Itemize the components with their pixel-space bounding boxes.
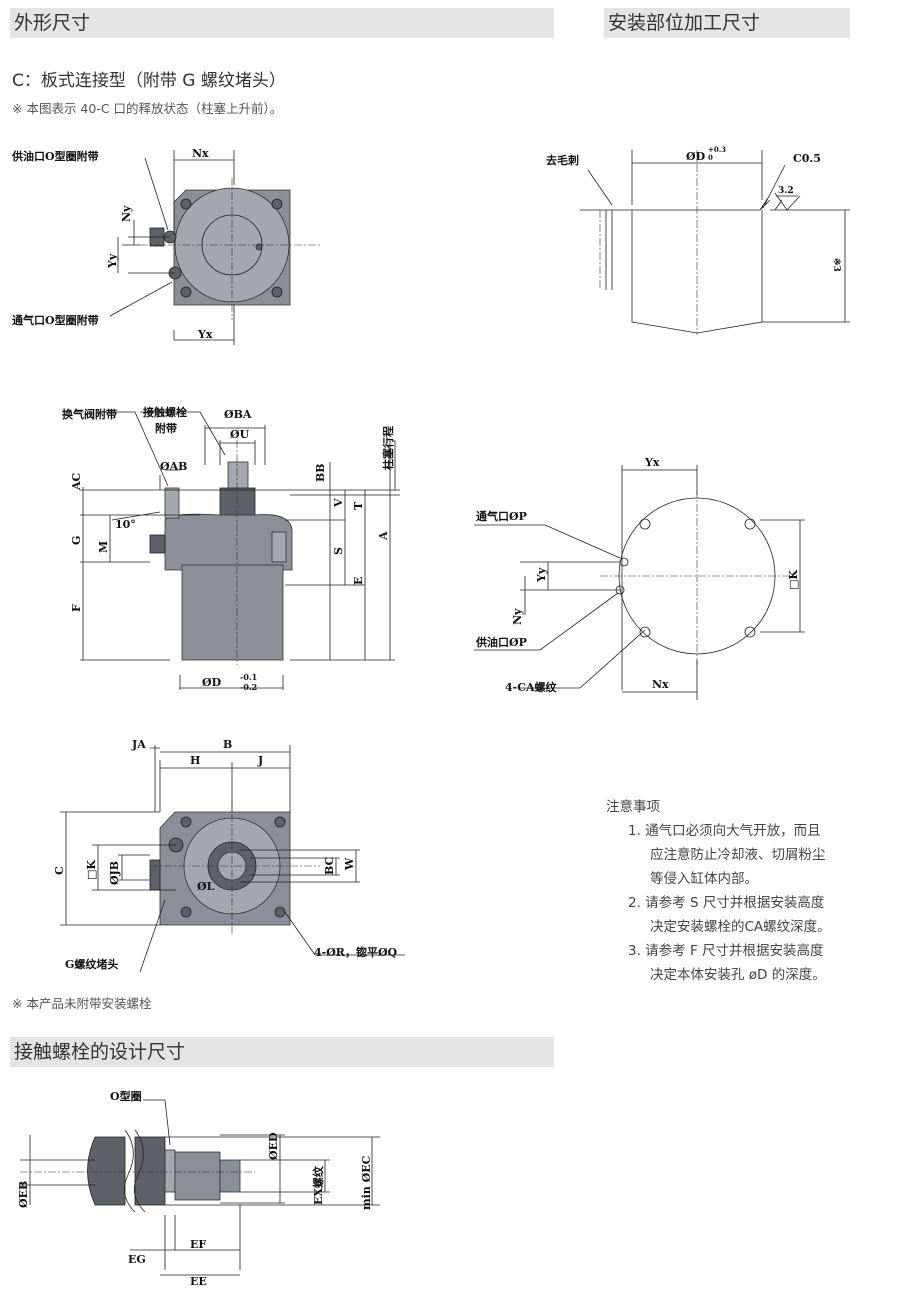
- label-r-q: 4-ØR，锪平ØQ: [314, 945, 398, 959]
- section-header-mounting: 安装部位加工尺寸: [604, 8, 850, 38]
- label-e: E: [352, 577, 365, 585]
- label-f: F: [70, 604, 83, 612]
- label-plan-yy: Yy: [535, 567, 548, 583]
- label-l: ØL: [197, 880, 215, 893]
- label-vent-oring: 通气口O型圈附带: [12, 313, 99, 327]
- note-3: 3. 请参考 F 尺寸并根据安装高度: [628, 943, 824, 959]
- label-ef: EF: [190, 1238, 206, 1251]
- label-d-tol-lower: -0.2: [240, 682, 257, 692]
- note-1-line3: 等侵入缸体内部。: [650, 871, 758, 887]
- label-deburr: 去毛刺: [546, 153, 579, 167]
- label-contact-bolt-attached: 附带: [155, 421, 177, 435]
- note-3-line2: 决定本体安装孔 øD 的深度。: [650, 967, 826, 983]
- side-view-drawing: 换气阀附带 接触螺栓 附带 ØBA ØU ØAB 10° ØD -0.1 -0.…: [62, 405, 400, 692]
- label-roughness: 3.2: [778, 186, 794, 196]
- label-a: A: [377, 531, 390, 541]
- label-yy: Yy: [106, 253, 119, 269]
- note-top: ※ 本图表示 40-C 口的释放状态（柱塞上升前）。: [12, 101, 283, 116]
- label-valve: 换气阀附带: [62, 407, 117, 421]
- label-supply-oring: 供油口O型圈附带: [11, 149, 99, 163]
- label-note3: ※3: [831, 258, 841, 272]
- label-hole-d: ØD: [686, 150, 706, 163]
- label-plug: G螺纹堵头: [65, 957, 118, 971]
- note-2: 2. 请参考 S 尺寸并根据安装高度: [628, 895, 825, 911]
- section-header-outline: 外形尺寸: [10, 8, 554, 38]
- label-ac: AC: [70, 472, 83, 491]
- label-ja: JA: [131, 738, 146, 751]
- label-yx: Yx: [197, 328, 213, 341]
- label-stroke: 柱塞行程: [381, 426, 395, 470]
- label-plan-nx: Nx: [652, 678, 669, 691]
- note-bottom: ※ 本产品未附带安装螺栓: [12, 996, 152, 1011]
- label-plan-yx: Yx: [644, 456, 660, 469]
- note-1: 1. 通气口必须向大气开放，而且: [628, 823, 821, 839]
- label-plan-ny: Ny: [511, 608, 524, 625]
- label-u: ØU: [230, 428, 250, 441]
- label-ca-thread: 4-CA螺纹: [505, 680, 558, 694]
- hole-section-drawing: 去毛刺 ØD +0.3 0 C0.5 3.2 ※3: [546, 145, 850, 335]
- label-vent-port: 通气口ØP: [476, 509, 527, 523]
- section-header-contact-bolt: 接触螺栓的设计尺寸: [10, 1037, 554, 1067]
- label-angle: 10°: [115, 518, 136, 531]
- note-1-line2: 应注意防止冷却液、切屑粉尘: [650, 847, 826, 863]
- label-b: B: [223, 738, 232, 751]
- label-eg: EG: [128, 1253, 146, 1266]
- label-w: W: [343, 857, 356, 871]
- label-eb: ØEB: [17, 1181, 30, 1208]
- top-view-drawing: 供油口O型圈附带 通气口O型圈附带 Nx Yx Ny Yy: [11, 147, 320, 345]
- label-ab: ØAB: [160, 460, 187, 473]
- label-s: S: [332, 547, 345, 555]
- label-ed: ØED: [267, 1132, 280, 1160]
- subtitle: C：板式连接型（附带 G 螺纹堵头）: [12, 71, 286, 91]
- label-hole-d-tol-upper: +0.3: [708, 145, 726, 154]
- contact-bolt-drawing: O型圈 EF EG EE ØEB ØED EX螺纹 min ØEC: [17, 1089, 380, 1288]
- label-ee: EE: [190, 1275, 207, 1288]
- label-ny: Ny: [120, 205, 133, 222]
- label-c05: C0.5: [793, 152, 821, 165]
- label-g: G: [70, 536, 83, 545]
- label-c: C: [53, 866, 66, 875]
- label-ex-thread: EX螺纹: [311, 1165, 325, 1205]
- label-bb: BB: [314, 463, 327, 482]
- label-hole-d-tol-lower: 0: [708, 153, 713, 162]
- bottom-view-drawing: JA B H J ØL 4-ØR，锪平ØQ G螺纹堵头 C □K ØJB BC …: [53, 738, 405, 973]
- label-m: M: [97, 541, 110, 553]
- label-d: ØD: [202, 676, 222, 689]
- label-oring: O型圈: [110, 1089, 142, 1103]
- label-v: V: [332, 498, 345, 508]
- label-d-tol-upper: -0.1: [240, 672, 257, 682]
- label-plan-k: □K: [787, 570, 800, 590]
- label-k: □K: [85, 860, 98, 880]
- label-bc: BC: [323, 856, 336, 875]
- label-jb: ØJB: [108, 861, 121, 885]
- label-h: H: [190, 754, 200, 767]
- notes: 注意事项 1. 通气口必须向大气开放，而且 应注意防止冷却液、切屑粉尘 等侵入缸…: [606, 795, 831, 987]
- label-ba: ØBA: [224, 408, 252, 421]
- label-supply-port: 供油口ØP: [475, 635, 527, 649]
- label-ec: min ØEC: [360, 1155, 373, 1210]
- note-2-line2: 决定安装螺栓的CA螺纹深度。: [650, 919, 831, 935]
- plan-view-drawing: Yx 通气口ØP 供油口ØP 4-CA螺纹 Nx Yy Ny □K: [474, 456, 805, 700]
- label-contact-bolt: 接触螺栓: [143, 405, 187, 419]
- label-t: T: [352, 501, 365, 510]
- notes-title: 注意事项: [606, 799, 660, 815]
- label-j: J: [257, 754, 263, 767]
- label-nx: Nx: [192, 147, 209, 160]
